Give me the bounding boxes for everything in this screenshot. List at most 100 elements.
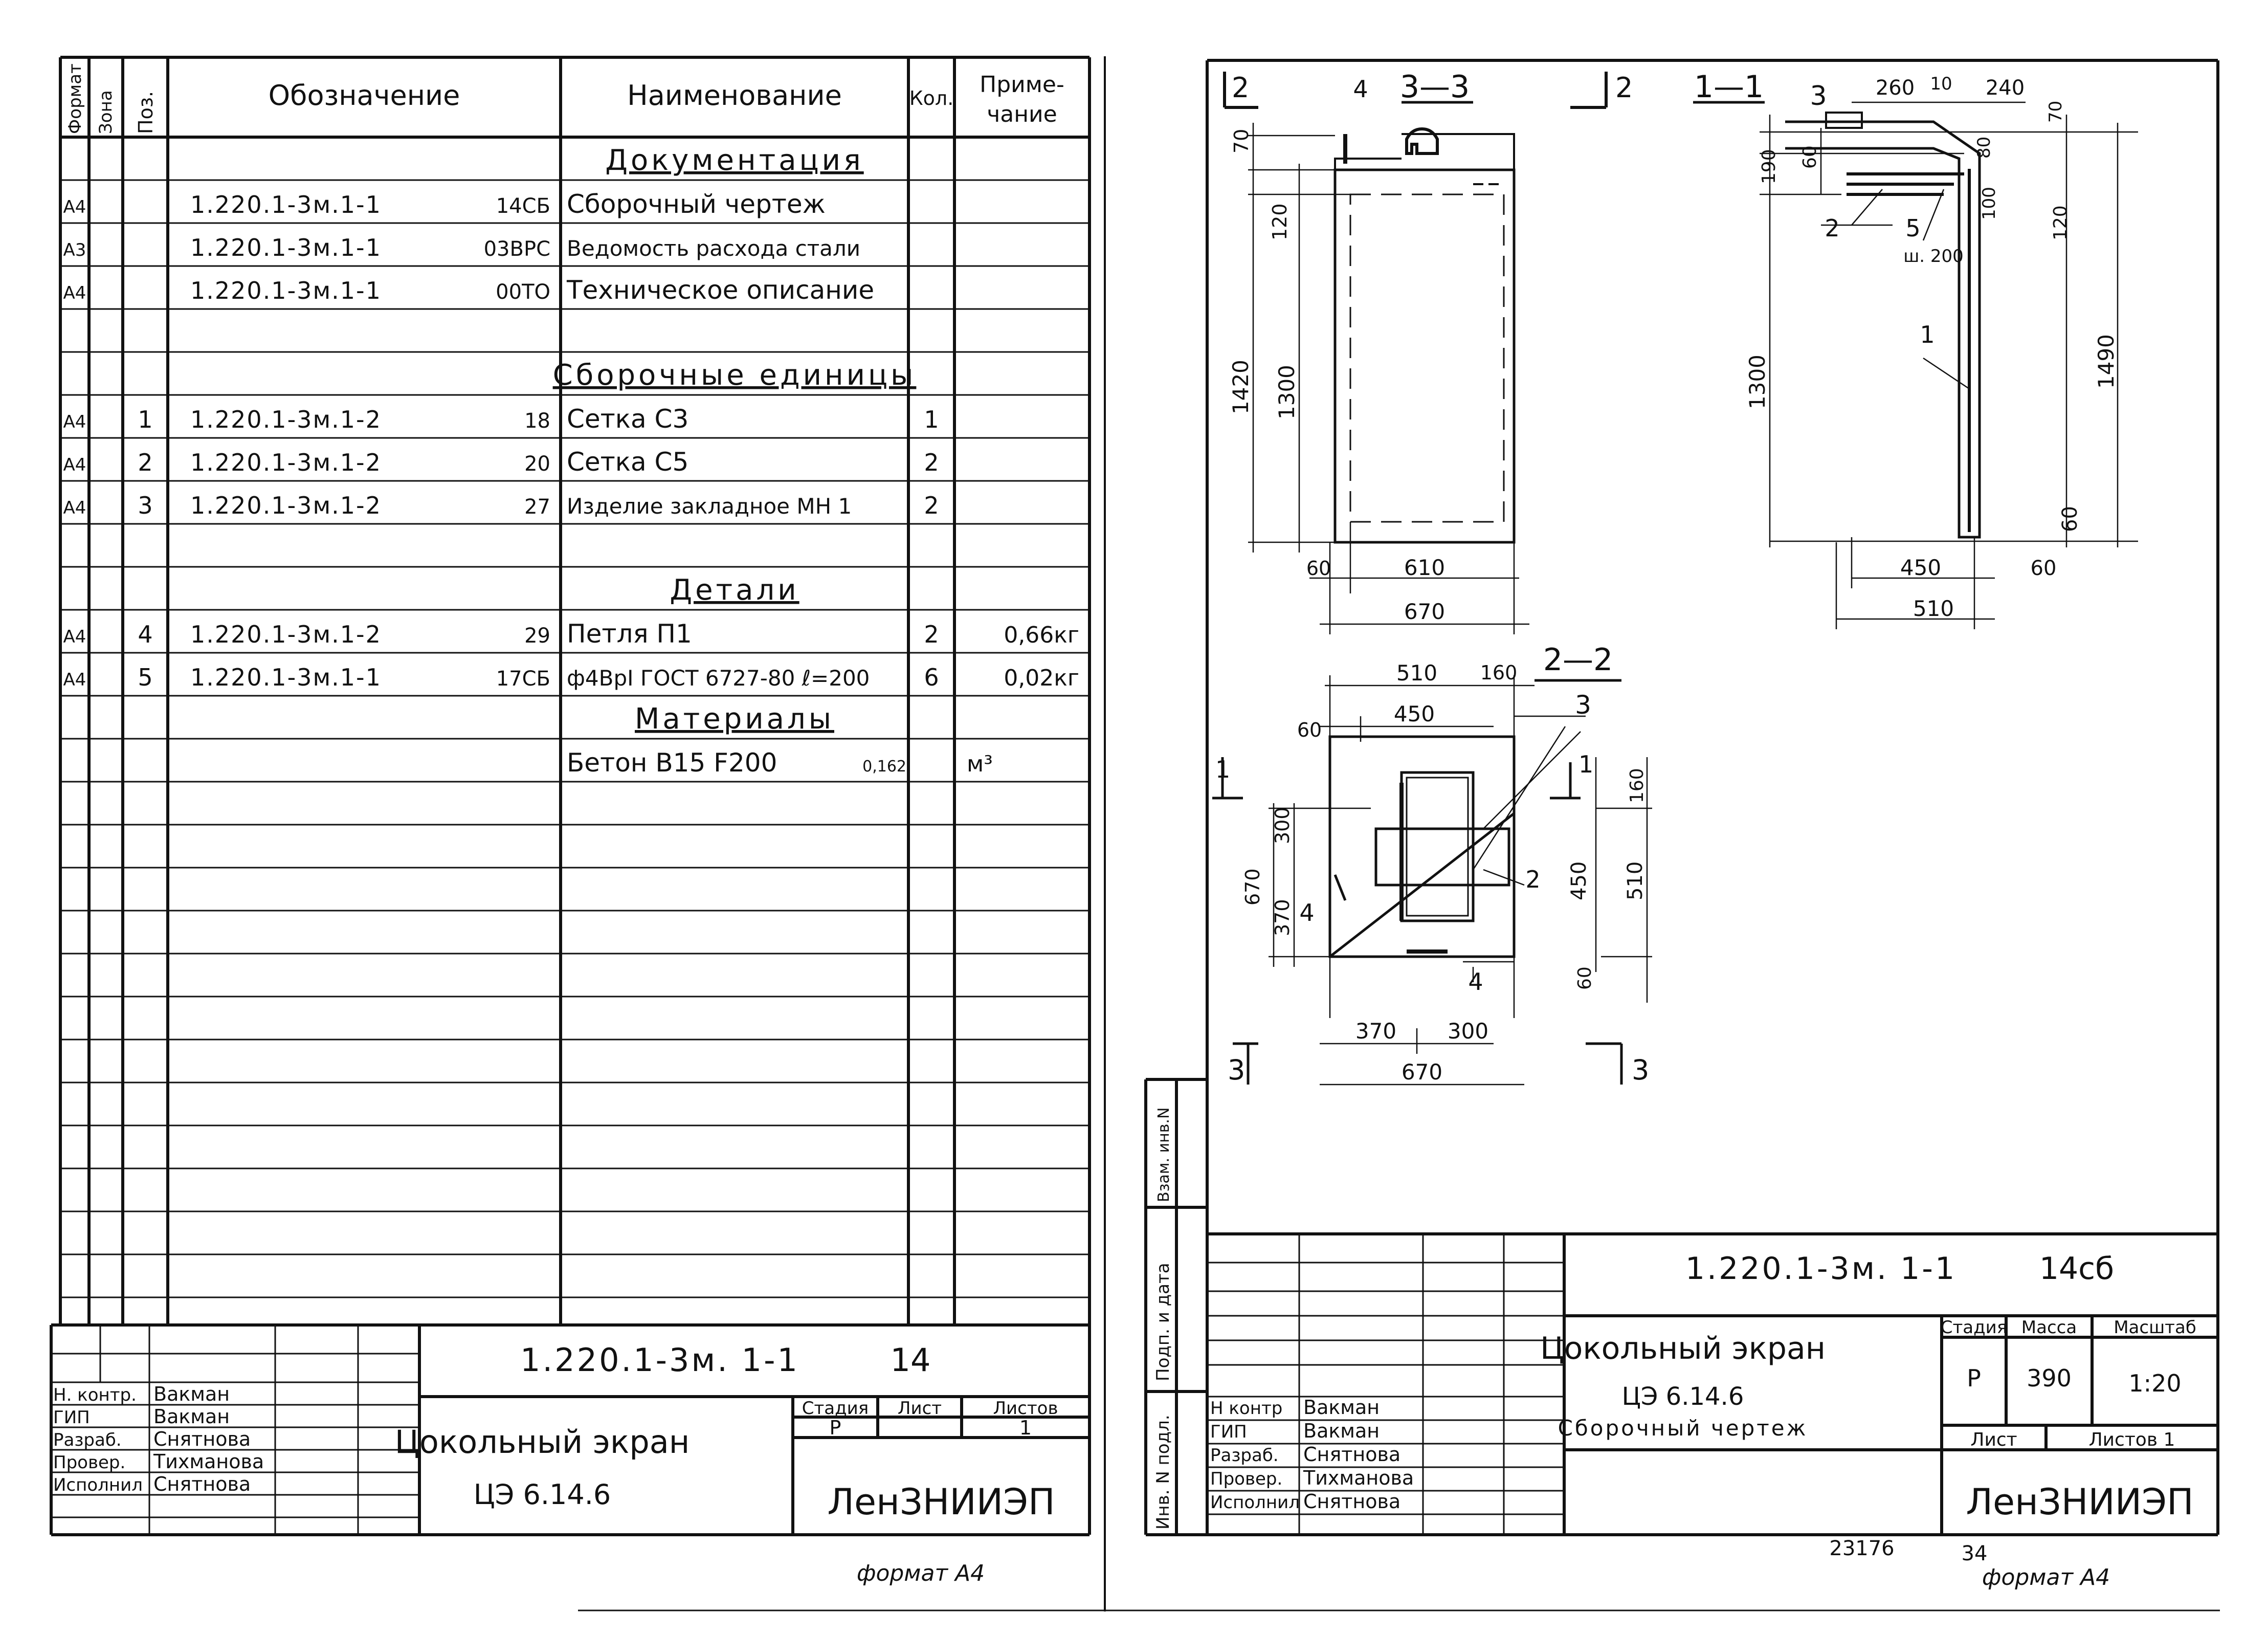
dim: 160 [1627,768,1648,803]
right-name: Снятнова [1303,1490,1400,1513]
dim: 60 [1799,145,1820,169]
right-name: Снятнова [1303,1443,1400,1466]
header-name: Наименование [627,79,842,112]
dim: 610 [1404,555,1445,580]
row-name: ф4ВрI ГОСТ 6727-80 ℓ=200 [567,666,870,691]
left-sheets: 1 [1019,1417,1032,1439]
dim: 5 [1905,214,1920,242]
row-pos: 3 [138,492,152,519]
row-format: А4 [63,498,86,518]
right-page: 34 [1962,1542,1988,1565]
right-title-3: Сборочный чертеж [1558,1416,1808,1441]
right-role: Провер. [1210,1469,1282,1489]
right-role: ГИП [1210,1422,1247,1442]
left-name: Снятнова [153,1473,251,1495]
row-qty: 1 [924,406,939,433]
row-designation: 1.220.1-3м.1-2 [190,492,382,519]
row-qty: 6 [924,664,939,691]
left-role: Н. контр. [53,1385,137,1405]
dim: 160 [1480,661,1518,684]
dim: 2 [1825,214,1839,242]
section-title-2-2: 2—2 [1543,642,1613,678]
right-stage: Р [1967,1364,1981,1392]
dim: 80 [1974,137,1994,159]
right-title-1: Цокольный экран [1540,1331,1826,1366]
dim: 510 [1624,861,1647,900]
right-name: Тихманова [1303,1467,1414,1489]
row-code: 14СБ [496,194,550,218]
row-code: 18 [524,409,550,433]
header-format: Формат [65,63,85,134]
right-side-2: Подп. и дата [1153,1263,1173,1381]
right-sheet-label: Лист [1970,1429,2017,1450]
dim: 300 [1448,1019,1488,1044]
right-side-1: Взам. инв.N [1155,1108,1173,1202]
row-format: А4 [63,197,86,217]
right-role: Исполнил [1210,1492,1300,1513]
row-designation: 1.220.1-3м.1-2 [190,621,382,648]
left-role: Исполнил [53,1475,143,1495]
header-note-1: Приме- [980,72,1064,98]
row-format: А4 [63,627,86,647]
dim: 510 [1913,596,1954,621]
row-designation: 1.220.1-3м.1-1 [190,277,382,304]
row-qty: 2 [924,621,939,648]
row-section-heading: Детали [670,573,799,607]
row-code: 27 [524,495,550,519]
dim: 10 [1930,74,1952,94]
row-code: 29 [524,624,550,648]
right-doc-code: 1.220.1-3м. 1-1 [1685,1251,1956,1287]
right-mass: 390 [2027,1364,2072,1392]
row-format: А4 [63,670,86,690]
row-qty: 2 [924,449,939,476]
dim: 3 [1575,690,1591,720]
dim: 60 [1574,966,1595,990]
left-sheet-label: Лист [898,1398,942,1419]
dim: 1300 [1274,365,1299,419]
row-section-heading: Материалы [635,702,834,736]
dim: 670 [1404,599,1445,624]
dim: 3 [1810,81,1827,112]
dim: 450 [1394,701,1435,726]
right-side-3: Инв. N подл. [1153,1415,1173,1530]
right-inv: 23176 [1829,1537,1894,1560]
section-title-1-1: 1—1 [1694,69,1764,105]
row-format: А3 [63,240,86,260]
row-pos: 2 [138,449,152,476]
dim: 450 [1567,861,1591,900]
left-role: Разраб. [53,1430,122,1450]
row-designation: 1.220.1-3м.1-1 [190,234,382,261]
left-role: Провер. [53,1452,125,1473]
row-designation: 1.220.1-3м.1-1 [190,191,382,218]
right-name: Вакман [1303,1396,1380,1419]
dim: 670 [1402,1059,1442,1085]
row-format: А4 [63,283,86,303]
cut-mark-3: 3 [1228,1054,1245,1086]
left-role: ГИП [53,1407,90,1428]
dim: 60 [2058,506,2082,532]
dim: 70 [2045,101,2066,123]
dim: 4 [1468,968,1483,996]
row-qty: 0,162 [862,758,906,776]
row-name: Сборочный чертеж [567,189,826,219]
row-section-heading: Сборочные единицы [553,359,917,392]
section-title-3-3: 3—3 [1400,69,1470,105]
right-format: формат А4 [1982,1564,2110,1590]
dim: 190 [1759,149,1780,184]
section-1-1 [1693,101,2138,629]
dim: 2 [1525,866,1540,893]
dim: 4 [1353,75,1368,103]
right-title-2: ЦЭ 6.14.6 [1622,1382,1744,1411]
cut-mark-2b: 2 [1615,72,1633,104]
left-format: формат А4 [857,1560,985,1586]
row-name: Ведомость расхода стали [567,236,860,261]
row-designation: 1.220.1-3м.1-1 [190,664,382,691]
left-org: ЛенЗНИИЭП [827,1481,1055,1523]
row-pos: 4 [138,621,152,648]
row-format: А4 [63,412,86,432]
header-designation: Обозначение [269,79,460,112]
left-stage: Р [830,1417,841,1439]
left-name: Снятнова [153,1428,251,1450]
left-sheets-label: Листов [993,1398,1058,1419]
right-org: ЛенЗНИИЭП [1966,1481,2193,1523]
